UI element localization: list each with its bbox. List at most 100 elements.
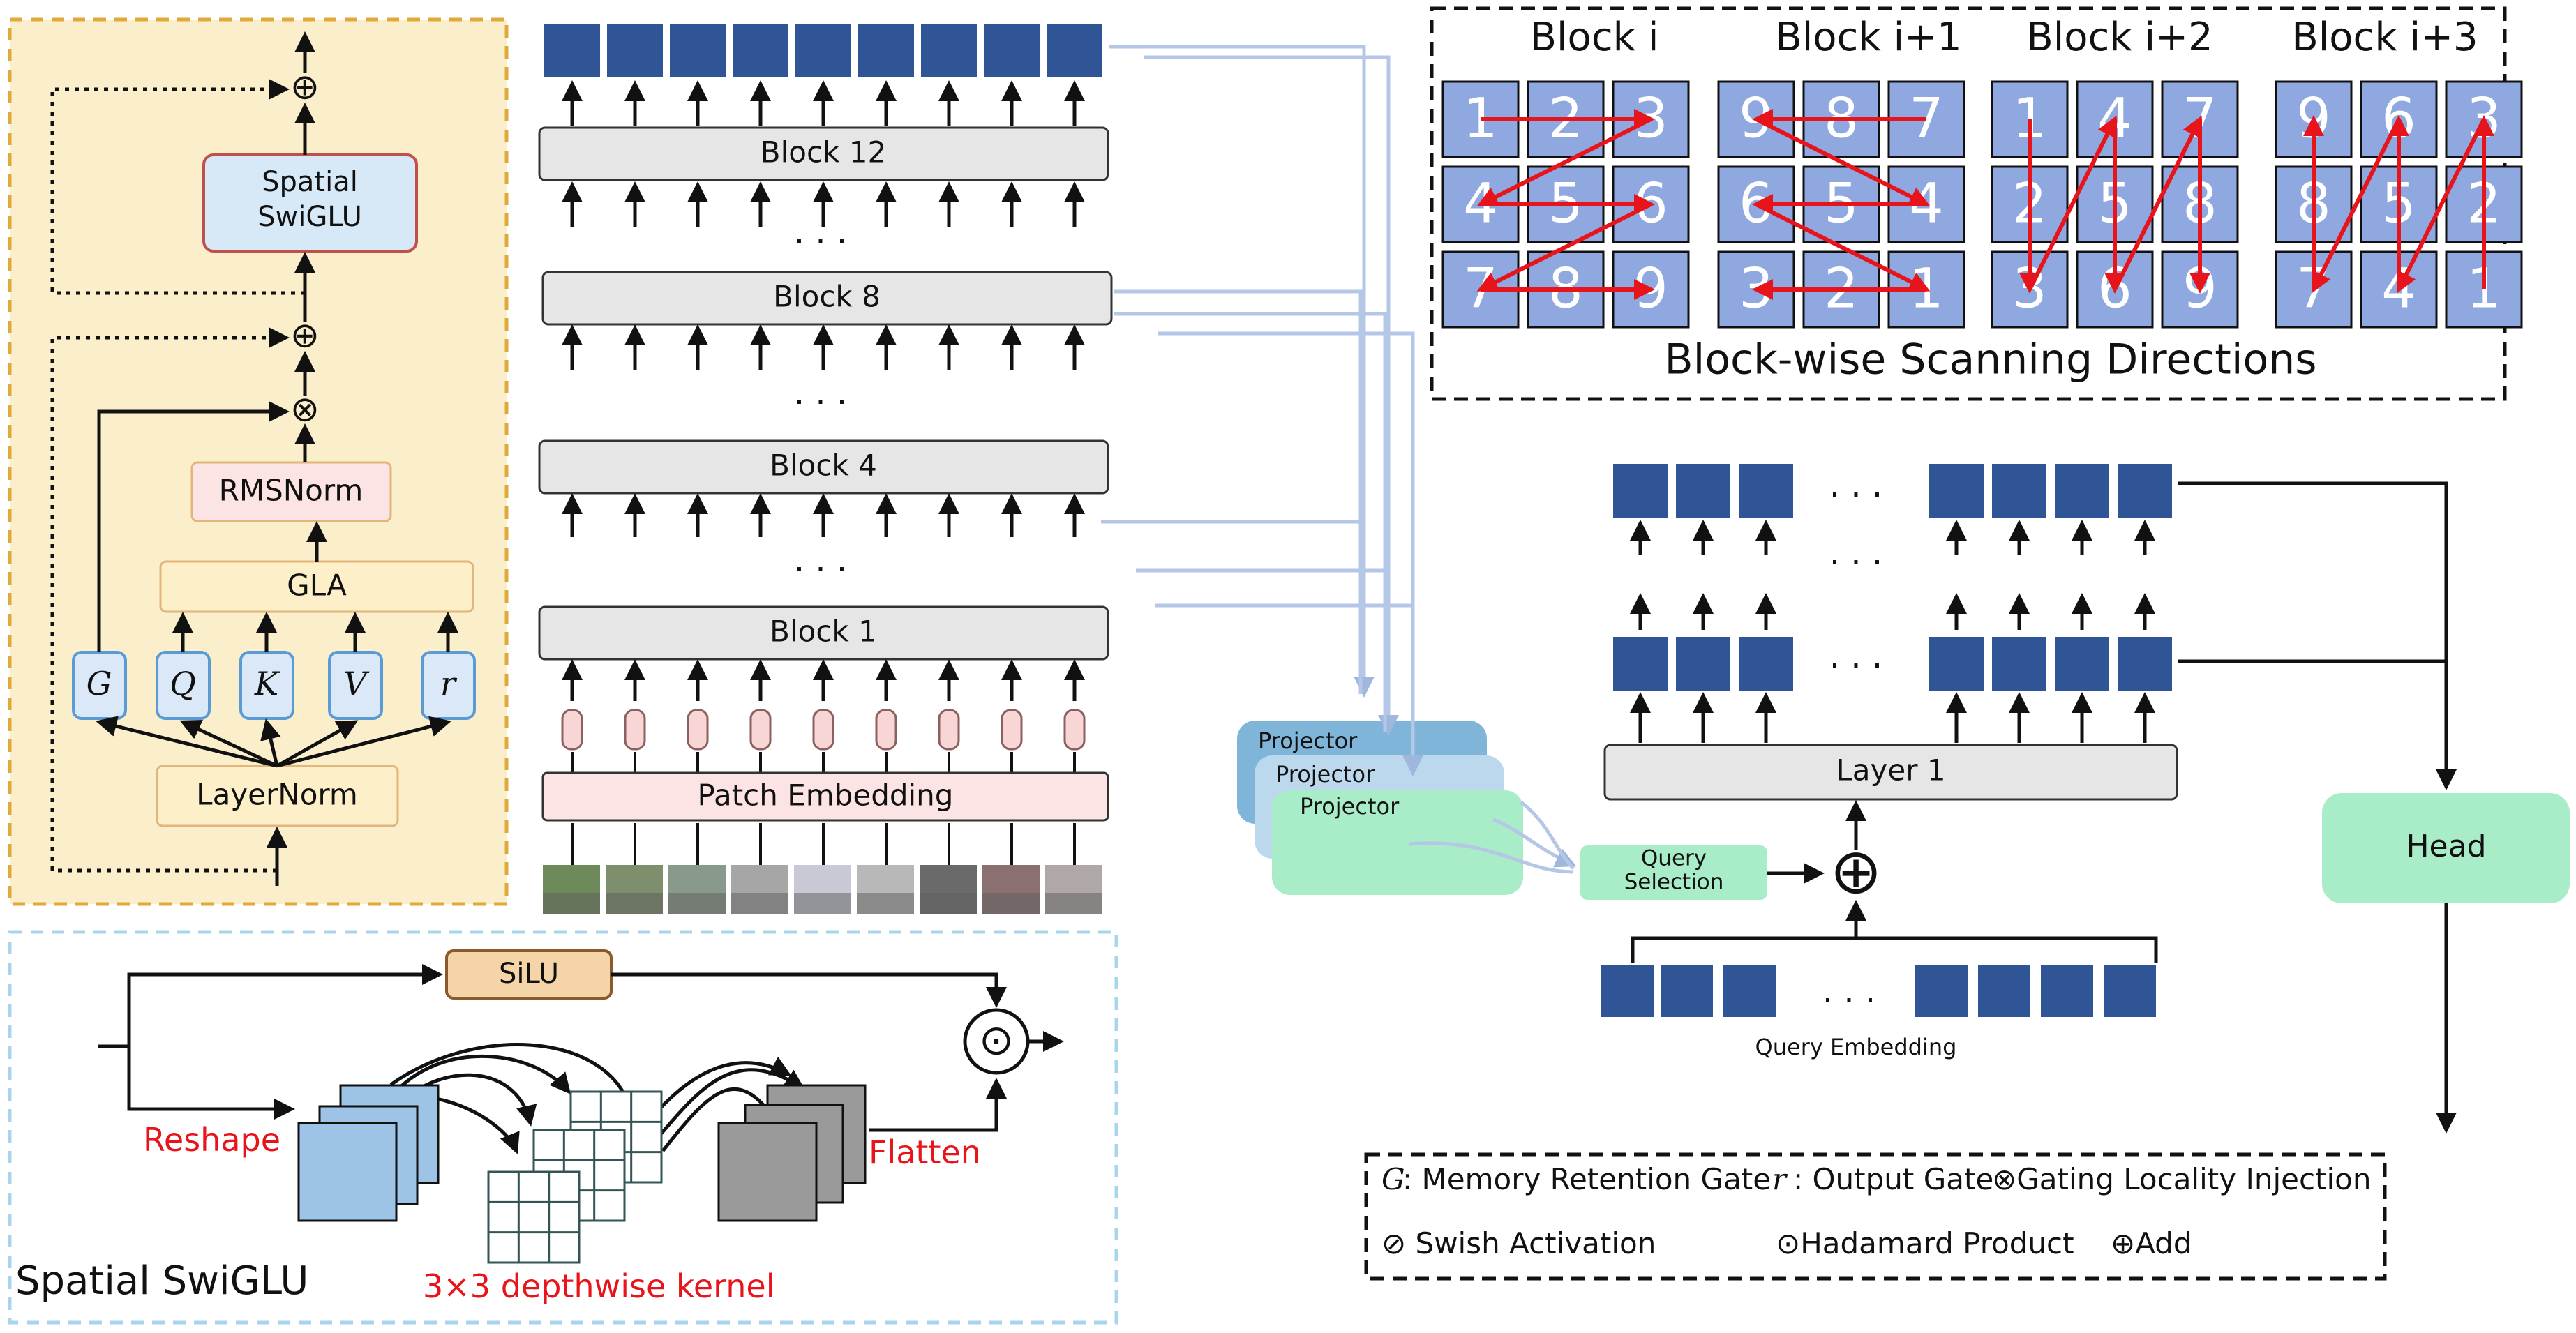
head-box bbox=[2322, 793, 2570, 903]
spatial-swiglu-box bbox=[202, 153, 418, 253]
patch-token bbox=[687, 709, 709, 751]
decoder-token bbox=[2118, 464, 2172, 518]
layernorm-label: LayerNorm bbox=[196, 778, 358, 812]
block-4-label: Block 4 bbox=[770, 449, 877, 483]
scanning-title: Block-wise Scanning Directions bbox=[1665, 336, 2317, 384]
patch-token bbox=[624, 709, 646, 751]
query-token bbox=[1601, 965, 1654, 1017]
decoder-token bbox=[1676, 464, 1730, 518]
query-token bbox=[1661, 965, 1713, 1017]
gla-label: GLA bbox=[287, 568, 347, 603]
patch-embedding-box bbox=[541, 771, 1109, 822]
decoder-token bbox=[2118, 637, 2172, 691]
scan-arrow bbox=[1755, 202, 1931, 292]
block-1-label: Block 1 bbox=[770, 615, 877, 649]
patch-token bbox=[938, 709, 960, 751]
spatial-swiglu-label-2: SwiGLU bbox=[257, 201, 362, 233]
legend-hadamard: ⊙Hadamard Product bbox=[1776, 1226, 2074, 1260]
scan-block: Block i+3963852741 bbox=[2275, 15, 2523, 329]
gate-g-label: G bbox=[87, 665, 112, 702]
kernel-label: 3×3 depthwise kernel bbox=[423, 1267, 775, 1305]
scan-arrow bbox=[2312, 118, 2401, 294]
top-token bbox=[984, 24, 1040, 77]
decoder-token bbox=[1929, 464, 1984, 518]
swiglu-detail-title: Spatial SwiGLU bbox=[15, 1258, 308, 1304]
decoder-arrows bbox=[1631, 481, 2457, 1134]
legend-r-symbol: r bbox=[1772, 1162, 1788, 1196]
silu-label: SiLU bbox=[499, 958, 559, 990]
layer-1-label: Layer 1 bbox=[1836, 753, 1945, 788]
kernel-grids bbox=[487, 1090, 663, 1264]
gla-block-panel: Spatial SwiGLU RMSNorm GLA G Q K V r Lay… bbox=[8, 17, 509, 906]
ellipsis-1: · · · bbox=[794, 223, 847, 262]
top-token-row bbox=[544, 24, 1102, 77]
block-12-box bbox=[538, 126, 1109, 181]
image-patch-row bbox=[543, 865, 1102, 914]
rmsnorm-label: RMSNorm bbox=[219, 474, 364, 508]
head-label: Head bbox=[2406, 829, 2486, 864]
top-token bbox=[921, 24, 977, 77]
top-token bbox=[607, 24, 663, 77]
kernel-grid bbox=[487, 1170, 581, 1264]
block-8-label: Block 8 bbox=[773, 280, 881, 314]
scan-arrow bbox=[1755, 117, 1931, 206]
scan-block-label: Block i+3 bbox=[2291, 15, 2478, 60]
patch-token bbox=[812, 709, 834, 751]
decoder-token bbox=[1992, 637, 2046, 691]
scan-arrow bbox=[2113, 115, 2202, 291]
gla-residuals bbox=[50, 79, 305, 873]
decoder-token bbox=[2055, 464, 2109, 518]
flatten-feature-maps bbox=[717, 1084, 867, 1222]
layer-1-box bbox=[1603, 744, 2178, 801]
decoder-token bbox=[1676, 637, 1730, 691]
backbone-column: Block 12 · · · Block 8 · · · Block 4 · ·… bbox=[538, 24, 1113, 914]
scan-arrow bbox=[2397, 118, 2486, 294]
patch-token bbox=[1001, 709, 1023, 751]
gate-q-label: Q bbox=[170, 665, 196, 702]
spatial-swiglu-label-1: Spatial bbox=[262, 166, 358, 198]
query-embedding-label: Query Embedding bbox=[1755, 1034, 1957, 1060]
decoder-ellipsis-3: · · · bbox=[1829, 647, 1882, 686]
decoder-section: Projector Projector Projector Query Sele… bbox=[1101, 45, 2570, 1134]
backbone-arrows bbox=[562, 80, 1085, 868]
top-token bbox=[1047, 24, 1102, 77]
connector-lines bbox=[1101, 45, 1577, 874]
query-token bbox=[1915, 965, 1968, 1017]
decoder-token bbox=[1929, 637, 1984, 691]
scan-arrow bbox=[1476, 117, 1652, 206]
top-token bbox=[670, 24, 726, 77]
projector-label-2: Projector bbox=[1275, 761, 1375, 788]
decoder-token-rows bbox=[1601, 464, 2172, 1017]
block-12-label: Block 12 bbox=[761, 135, 886, 170]
add-symbol-top: ⊕ bbox=[290, 67, 320, 107]
patch-token bbox=[749, 709, 772, 751]
rmsnorm-box bbox=[190, 461, 392, 522]
scan-block-label: Block i bbox=[1530, 15, 1659, 60]
patch-token bbox=[561, 709, 583, 751]
legend-r-text: : Output Gate bbox=[1793, 1162, 1993, 1196]
query-selection-box bbox=[1580, 845, 1767, 900]
legend-g-symbol: G bbox=[1381, 1162, 1405, 1196]
reshape-feature-maps bbox=[297, 1084, 440, 1222]
gate-k-label: K bbox=[254, 665, 280, 702]
projector-label-1: Projector bbox=[1258, 728, 1358, 754]
legend-panel: G : Memory Retention Gate r : Output Gat… bbox=[1364, 1152, 2387, 1281]
legend-g-text: : Memory Retention Gate bbox=[1402, 1162, 1771, 1196]
decoder-token bbox=[1613, 637, 1668, 691]
top-token bbox=[795, 24, 851, 77]
patch-token bbox=[875, 709, 897, 751]
gate-v-label: V bbox=[343, 665, 370, 702]
legend-gating: ⊗Gating Locality Injection bbox=[1992, 1162, 2372, 1196]
decoder-token bbox=[1992, 464, 2046, 518]
scan-block: Block i+2147258369 bbox=[1991, 15, 2239, 329]
decoder-ellipsis-2: · · · bbox=[1829, 543, 1882, 582]
decoder-token bbox=[1613, 464, 1668, 518]
scan-arrow bbox=[1476, 202, 1652, 292]
query-selection-label-2: Selection bbox=[1624, 870, 1724, 895]
query-token bbox=[1723, 965, 1776, 1017]
decoder-token bbox=[1739, 637, 1793, 691]
swiglu-detail-panel: SiLU ⊙ Reshape bbox=[8, 930, 1118, 1325]
